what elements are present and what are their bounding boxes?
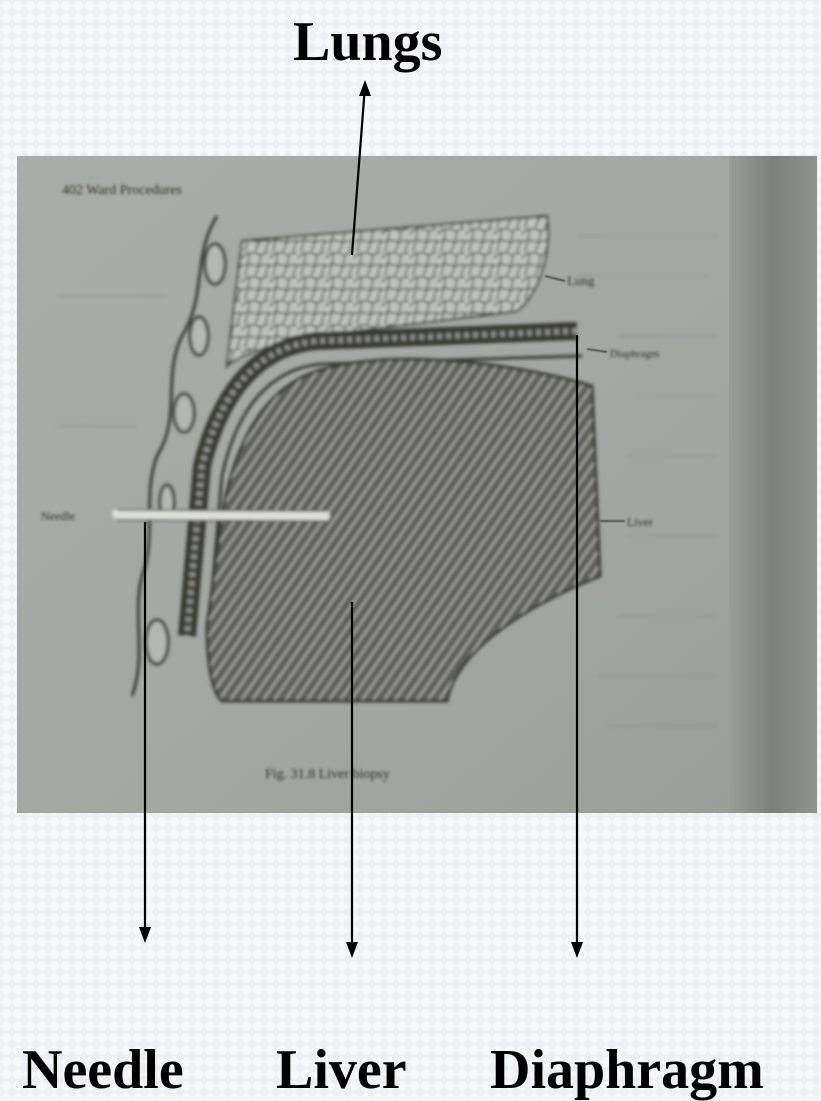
- lungs-label: Lungs: [293, 14, 442, 70]
- needle-arrowhead: [139, 927, 151, 943]
- inner-liver-label: Liver: [627, 515, 653, 529]
- liver-arrowhead: [346, 942, 358, 958]
- lungs-arrowhead: [359, 80, 371, 96]
- page-header: 402 Ward Procedures: [62, 183, 182, 198]
- diaphragm-arrowhead: [571, 942, 583, 958]
- liver-label: Liver: [276, 1042, 407, 1098]
- needle-label: Needle: [22, 1042, 184, 1098]
- textbook-photo: 402 Ward Procedures Lung Diaphragm Liver…: [17, 156, 817, 813]
- figure-caption: Fig. 31.8 Liver biopsy: [265, 767, 390, 782]
- inner-needle-label: Needle: [41, 509, 75, 523]
- diaphragm-label: Diaphragm: [490, 1042, 764, 1098]
- inner-diaphragm-label: Diaphragm: [610, 348, 660, 360]
- inner-lung-label: Lung: [567, 273, 595, 288]
